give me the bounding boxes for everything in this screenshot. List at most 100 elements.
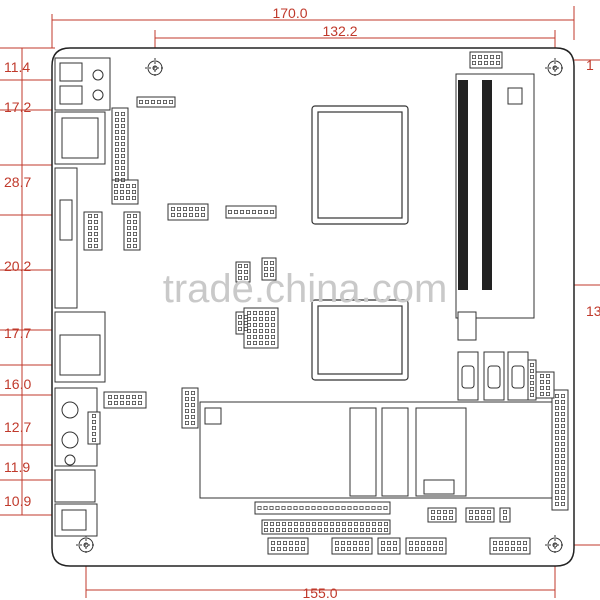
pin [253, 311, 257, 315]
pin [265, 329, 269, 333]
pin [481, 516, 485, 520]
dim-top-total: 170.0 [272, 5, 307, 21]
pin [359, 541, 363, 545]
pin [415, 547, 419, 551]
pin [318, 528, 322, 532]
header-block-2 [83, 211, 103, 251]
pin [132, 196, 136, 200]
header-bottom-3 [267, 537, 309, 555]
pin [277, 547, 281, 551]
header-bottom-7 [489, 537, 531, 555]
pin [275, 506, 280, 510]
pin [469, 510, 473, 514]
pin [115, 160, 119, 164]
pin [195, 213, 199, 217]
pin [238, 315, 242, 319]
pin [415, 541, 419, 545]
pin [115, 118, 119, 122]
pin [288, 528, 292, 532]
pin [366, 522, 370, 526]
pin [353, 506, 358, 510]
pin [341, 541, 345, 545]
pin [126, 190, 130, 194]
pin [530, 363, 534, 367]
pin [139, 100, 143, 104]
pin [555, 394, 559, 398]
pin [115, 178, 119, 182]
pin [185, 409, 189, 413]
pin [114, 184, 118, 188]
pin [121, 130, 125, 134]
pin [433, 541, 437, 545]
pin [191, 415, 195, 419]
pin [288, 522, 292, 526]
pin [469, 516, 473, 520]
pin [490, 61, 494, 65]
pin [185, 415, 189, 419]
pin [555, 496, 559, 500]
pin [114, 196, 118, 200]
pin [88, 226, 92, 230]
pin [478, 55, 482, 59]
pin [427, 541, 431, 545]
mounting-hole-bottom-right [545, 535, 565, 555]
pin [121, 148, 125, 152]
header-row-2 [225, 205, 277, 219]
dimension-lines [0, 6, 600, 598]
pin [318, 522, 322, 526]
pin [505, 547, 509, 551]
pin [517, 547, 521, 551]
pin [121, 136, 125, 140]
pin [259, 317, 263, 321]
pin [354, 522, 358, 526]
pin [555, 418, 559, 422]
pin [530, 375, 534, 379]
pin [92, 414, 96, 418]
pin [259, 341, 263, 345]
pin [183, 213, 187, 217]
power-connector-1 [457, 311, 477, 341]
pin [265, 341, 269, 345]
pin [561, 406, 565, 410]
header-top-right [469, 51, 503, 69]
pin [244, 270, 248, 274]
pin [384, 522, 388, 526]
pin [555, 400, 559, 404]
pin [300, 528, 304, 532]
pin [555, 406, 559, 410]
pin [324, 522, 328, 526]
header-small-2 [427, 507, 457, 523]
pin [555, 466, 559, 470]
pin [115, 130, 119, 134]
pin [265, 311, 269, 315]
pin [555, 472, 559, 476]
header-bottom-2 [261, 519, 391, 535]
pin [282, 528, 286, 532]
pin [555, 430, 559, 434]
pin [439, 541, 443, 545]
pin [201, 213, 205, 217]
pin [503, 516, 507, 520]
pin [475, 510, 479, 514]
pin [133, 232, 137, 236]
pin [294, 528, 298, 532]
pin [121, 124, 125, 128]
pin [546, 380, 550, 384]
pin [561, 424, 565, 428]
pin [92, 420, 96, 424]
pin [177, 207, 181, 211]
pin [270, 261, 274, 265]
pin [115, 148, 119, 152]
pin [244, 327, 248, 331]
pin [335, 541, 339, 545]
pin [546, 374, 550, 378]
pin [115, 166, 119, 170]
pin [121, 142, 125, 146]
pin [523, 541, 527, 545]
pin [271, 323, 275, 327]
pin [133, 238, 137, 242]
pin [324, 528, 328, 532]
pin [253, 329, 257, 333]
header-mid-4 [243, 307, 279, 349]
header-left-col [181, 387, 199, 429]
